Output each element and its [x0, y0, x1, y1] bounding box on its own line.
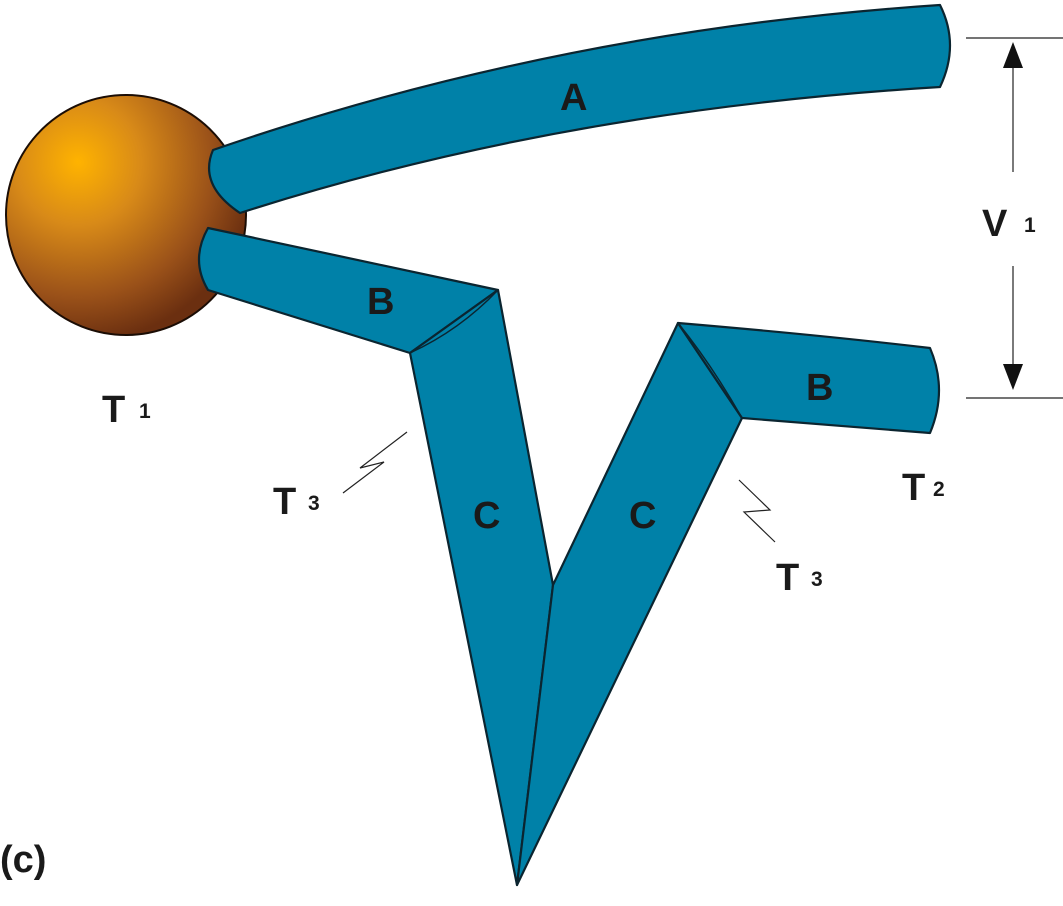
label-wire-c-right: C: [629, 495, 656, 537]
wire-b-right: [676, 321, 941, 435]
label-t3-left: T: [273, 481, 296, 523]
wire-a: [208, 3, 952, 215]
t3-right-zigzag-icon: [738, 479, 776, 543]
seam-left: [409, 289, 499, 354]
seam-right: [677, 322, 743, 419]
label-v1-sub: 1: [1024, 214, 1036, 237]
figure-label: (c): [0, 839, 46, 881]
v1-arrow-down-icon: [1003, 364, 1023, 390]
label-wire-c-left: C: [473, 495, 500, 537]
label-t1-sub: 1: [139, 400, 151, 423]
label-t3-left-sub: 3: [308, 492, 320, 515]
label-t2-sub: 2: [933, 478, 945, 501]
wire-c-right: [515, 321, 744, 887]
label-wire-b-right: B: [806, 367, 833, 409]
wire-b-left: [198, 226, 500, 355]
label-t1: T: [102, 389, 125, 431]
label-t3-right-sub: 3: [811, 568, 823, 591]
label-t2: T: [902, 467, 925, 509]
t3-left-zigzag-icon: [342, 431, 408, 494]
junction-t1: [5, 94, 247, 336]
label-t3-right: T: [776, 557, 799, 599]
v1-arrow-up-icon: [1003, 42, 1023, 68]
label-wire-a: A: [560, 77, 587, 119]
label-v1: V: [982, 203, 1008, 245]
label-wire-b-left: B: [367, 281, 394, 323]
